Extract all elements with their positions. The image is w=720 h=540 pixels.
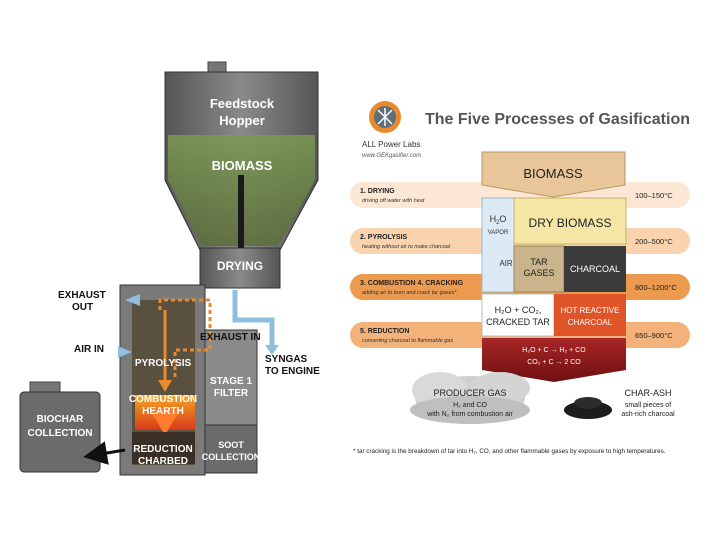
step-name: 2. PYROLYSIS: [360, 234, 408, 241]
producer-gas-line1: H₂ and CO: [453, 402, 487, 409]
url-label: www.GEKgasifier.com: [362, 153, 421, 159]
biochar-label-1: BIOCHAR: [37, 414, 84, 425]
air-in-arrow: [118, 346, 132, 358]
reduction-arrow: [482, 338, 626, 382]
vapor-column: [481, 197, 515, 293]
tar-gases-block: [513, 245, 565, 293]
combustion-label-1: COMBUSTION: [129, 394, 197, 405]
step-name: 5. REDUCTION: [360, 328, 409, 335]
brand-label: ALL Power Labs: [362, 140, 420, 149]
hot-label-1: HOT REACTIVE: [561, 306, 620, 315]
hopper-label-1: Feedstock: [210, 96, 275, 111]
hopper-label-2: Hopper: [219, 113, 265, 128]
step-temp: 200–500°C: [635, 237, 673, 246]
cracked-label-2: CRACKED TAR: [486, 317, 550, 327]
footnote: * tar cracking is the breakdown of tar i…: [353, 448, 666, 455]
charcoal-block: [564, 246, 626, 292]
step-temp: 800–1200°C: [635, 283, 677, 292]
tar-label-1: TAR: [530, 257, 548, 267]
rxn-label-2: CO₂ + C → 2 CO: [527, 359, 581, 366]
step-name: 3. COMBUSTION 4. CRACKING: [360, 280, 464, 287]
vapor-label: VAPOR: [488, 230, 509, 236]
producer-gas-line2: with N₂ from combustion air: [426, 411, 513, 418]
producer-gas-cloud: [410, 372, 530, 424]
step-temp: 650–900°C: [635, 331, 673, 340]
charcoal-label: CHARCOAL: [570, 264, 620, 274]
step-name: 1. DRYING: [360, 188, 395, 195]
gasifier-illustration: [19, 61, 319, 476]
hopper-lid-knob: [207, 61, 227, 73]
syngas-label-2: TO ENGINE: [265, 366, 320, 377]
h2o-label: H2O: [490, 214, 507, 226]
cracked-label-1: H₂O + CO₂,: [495, 305, 542, 315]
flame: [150, 410, 180, 435]
drying-label: DRYING: [217, 259, 263, 273]
exhaust-loop-pipe: [158, 298, 212, 380]
syngas-arrow: [265, 345, 279, 355]
reduction-label-2: CHARBED: [138, 456, 188, 467]
biochar-arrow: [83, 441, 126, 465]
stage1-filter: [204, 329, 258, 426]
charbed: [132, 432, 195, 464]
dry-biomass-block: [513, 197, 627, 245]
step-temp: 100–150°C: [635, 191, 673, 200]
drying-chamber: [199, 247, 281, 289]
cracked-tar-block: [481, 293, 555, 337]
char-ash-line2: ash-rich charcoal: [621, 411, 675, 418]
char-ash-pile: [564, 397, 612, 419]
char-ash-line1: small pieces of: [625, 402, 671, 409]
biochar-bin-lid: [29, 381, 61, 393]
chart-title: The Five Processes of Gasification: [425, 111, 690, 128]
stage1-label-1: STAGE 1: [210, 376, 252, 387]
stage1-label-2: FILTER: [214, 388, 249, 399]
soot-label-1: SOOT: [218, 440, 244, 450]
biochar-label-2: COLLECTION: [28, 428, 93, 439]
exhaust-out-label-2: OUT: [72, 302, 93, 313]
step-desc: adding air to burn and crack tar gases*: [362, 290, 457, 296]
soot-label-2: COLLECTION: [202, 452, 261, 462]
to-hearth-arrow: [158, 380, 172, 392]
syngas-label-1: SYNGAS: [265, 354, 308, 365]
step-desc: converting charcoal to flammable gas: [362, 338, 453, 344]
hot-charcoal-block: [554, 294, 626, 336]
apl-logo: [369, 101, 401, 133]
rxn-label-1: H₂O + C → H₂ + CO: [522, 347, 586, 354]
top-biomass-arrow: [481, 151, 626, 198]
tar-label-2: GASES: [523, 268, 554, 278]
exhaust-out-label-1: EXHAUST: [58, 290, 106, 301]
exhaust-out-arrow: [125, 294, 140, 306]
dry-biomass-label: DRY BIOMASS: [529, 216, 612, 230]
producer-gas-title: PRODUCER GAS: [433, 388, 506, 398]
top-biomass-label: BIOMASS: [523, 166, 583, 181]
hot-label-2: CHARCOAL: [568, 318, 613, 327]
pyrolysis-label: PYROLYSIS: [135, 358, 192, 369]
syngas-pipe: [232, 290, 275, 345]
biomass-label: BIOMASS: [212, 158, 273, 173]
biochar-bin: [19, 391, 101, 473]
soot-collection-bin: [204, 424, 258, 474]
exhaust-in-label: EXHAUST IN: [200, 332, 261, 343]
step-desc: heating without air to make charcoal: [362, 244, 451, 250]
char-ash-title: CHAR-ASH: [624, 388, 671, 398]
combustion-label-2: HEARTH: [142, 406, 184, 417]
air-label: AIR: [499, 259, 513, 268]
air-in-label: AIR IN: [74, 344, 104, 355]
reduction-label-1: REDUCTION: [133, 444, 192, 455]
step-desc: driving off water with heat: [362, 198, 425, 204]
